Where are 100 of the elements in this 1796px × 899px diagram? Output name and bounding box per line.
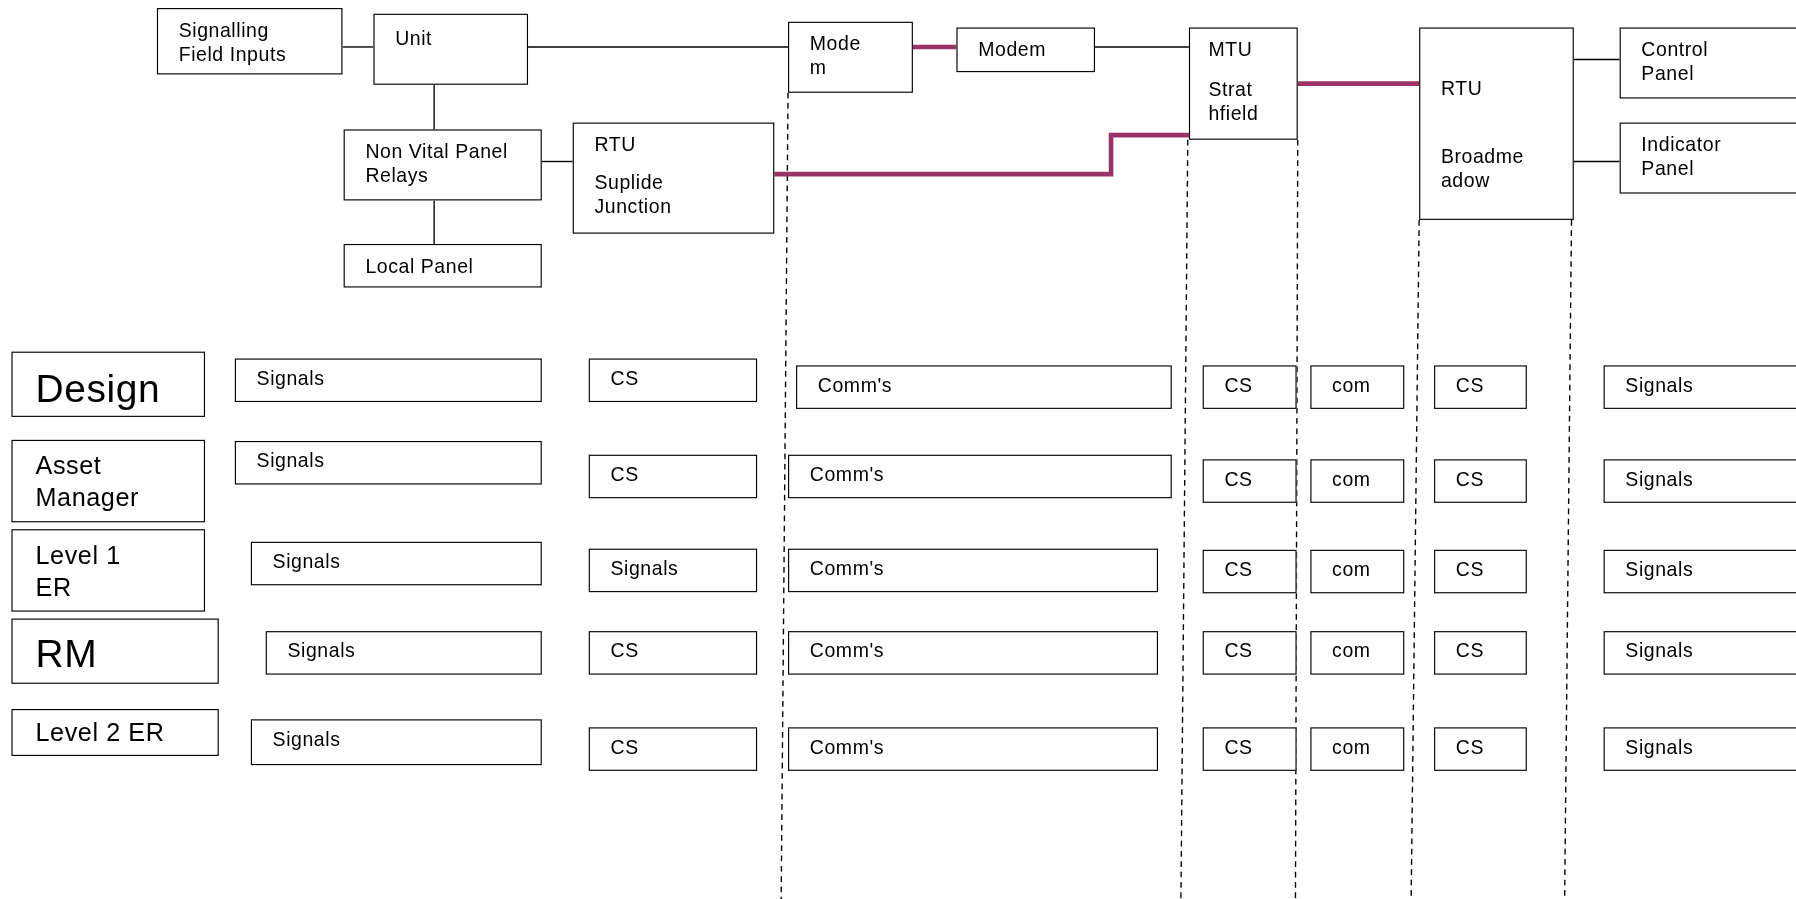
box-label: Non Vital Panel Relays bbox=[365, 139, 509, 188]
box-label: Local Panel bbox=[365, 254, 474, 279]
box-label: Signals bbox=[1625, 373, 1694, 398]
row-header-box bbox=[11, 709, 219, 756]
connector-line bbox=[1573, 160, 1621, 163]
box-label: Signalling Field Inputs bbox=[178, 18, 288, 67]
box-label: com bbox=[1332, 735, 1371, 760]
process-box bbox=[1434, 365, 1527, 409]
process-box bbox=[1619, 27, 1796, 99]
process-box bbox=[1619, 122, 1796, 194]
box-label: CS bbox=[1455, 735, 1484, 760]
box-label: com bbox=[1332, 639, 1371, 664]
process-box bbox=[1202, 549, 1297, 594]
box-label: Mode m bbox=[809, 32, 862, 81]
process-box bbox=[588, 454, 758, 499]
box-label: Suplide Junction bbox=[594, 170, 673, 219]
process-box bbox=[265, 631, 542, 675]
box-label: Signals bbox=[1625, 467, 1694, 492]
box-label: Modem bbox=[978, 37, 1046, 62]
connector-line bbox=[527, 46, 789, 48]
box-label: CS bbox=[1224, 557, 1253, 582]
box-label: com bbox=[1332, 557, 1371, 582]
connector-line bbox=[541, 160, 574, 163]
box-label: Level 2 ER bbox=[35, 717, 165, 749]
process-box bbox=[1603, 631, 1796, 675]
box-label: CS bbox=[610, 366, 639, 391]
process-box bbox=[1434, 459, 1527, 503]
row-header-box bbox=[11, 439, 206, 523]
row-header-box bbox=[11, 529, 206, 612]
process-box bbox=[788, 548, 1158, 593]
box-label: MTU bbox=[1208, 37, 1253, 62]
process-box bbox=[1419, 27, 1574, 220]
box-label: Control Panel bbox=[1641, 37, 1710, 86]
box-label: Unit bbox=[395, 26, 433, 51]
box-label: com bbox=[1332, 373, 1371, 398]
process-box bbox=[1188, 27, 1298, 140]
box-label: CS bbox=[610, 735, 639, 760]
row-header-box bbox=[11, 618, 219, 684]
box-label: CS bbox=[1455, 639, 1484, 664]
box-label: Asset Manager bbox=[35, 450, 140, 514]
box-label: RM bbox=[35, 630, 98, 677]
connector-line bbox=[912, 44, 957, 50]
connector-line bbox=[1094, 46, 1190, 48]
process-box bbox=[1310, 727, 1405, 771]
box-label: CS bbox=[1455, 467, 1484, 492]
box-label: Signals bbox=[287, 639, 356, 664]
box-label: Indicator Panel bbox=[1641, 133, 1723, 181]
box-label: CS bbox=[1224, 373, 1253, 398]
process-box bbox=[343, 243, 542, 288]
process-box bbox=[788, 454, 1172, 499]
box-label: Level 1 ER bbox=[35, 539, 122, 604]
process-box bbox=[373, 13, 529, 85]
process-box bbox=[1202, 459, 1297, 503]
connector-line bbox=[433, 199, 435, 245]
box-label: CS bbox=[1224, 467, 1253, 492]
connector-line bbox=[433, 84, 435, 131]
row-header-box bbox=[11, 351, 206, 417]
process-box bbox=[250, 541, 542, 586]
box-label: Design bbox=[35, 365, 161, 413]
box-label: CS bbox=[1224, 639, 1253, 664]
box-label: CS bbox=[1455, 557, 1484, 582]
process-box bbox=[1434, 727, 1527, 771]
process-box bbox=[1202, 631, 1297, 675]
process-box bbox=[156, 8, 343, 75]
process-box bbox=[1310, 365, 1405, 409]
box-label: Signals bbox=[610, 556, 679, 581]
box-label: Comm's bbox=[809, 556, 885, 581]
box-label: CS bbox=[1224, 735, 1253, 760]
process-box bbox=[1310, 459, 1405, 503]
process-box bbox=[1603, 365, 1796, 409]
box-label: CS bbox=[610, 462, 639, 487]
process-box bbox=[588, 548, 758, 593]
box-label: CS bbox=[1455, 373, 1484, 398]
box-label: Comm's bbox=[817, 373, 893, 398]
process-box bbox=[343, 129, 542, 201]
box-label: Signals bbox=[272, 727, 341, 752]
box-label: Broadme adow bbox=[1440, 144, 1525, 193]
process-box bbox=[1603, 549, 1796, 594]
box-label: Signals bbox=[1625, 639, 1694, 664]
process-box bbox=[788, 727, 1158, 771]
process-box bbox=[1434, 631, 1527, 675]
box-label: RTU bbox=[1440, 76, 1483, 101]
box-label: Signals bbox=[256, 366, 325, 391]
connector-line bbox=[341, 46, 375, 48]
process-box bbox=[572, 122, 775, 234]
process-box bbox=[1310, 631, 1405, 675]
process-box bbox=[1310, 549, 1405, 594]
box-label: CS bbox=[610, 639, 639, 664]
process-box bbox=[234, 358, 542, 403]
connector-line bbox=[1573, 58, 1621, 61]
process-box bbox=[250, 719, 542, 766]
connector-line bbox=[1297, 81, 1420, 86]
process-box bbox=[788, 631, 1158, 675]
process-box bbox=[1202, 727, 1297, 771]
connector-line bbox=[774, 132, 1189, 177]
process-box bbox=[1202, 365, 1297, 409]
box-label: Signals bbox=[256, 449, 325, 474]
box-label: Signals bbox=[1625, 557, 1694, 582]
process-box bbox=[234, 441, 542, 485]
box-label: Comm's bbox=[809, 735, 885, 760]
